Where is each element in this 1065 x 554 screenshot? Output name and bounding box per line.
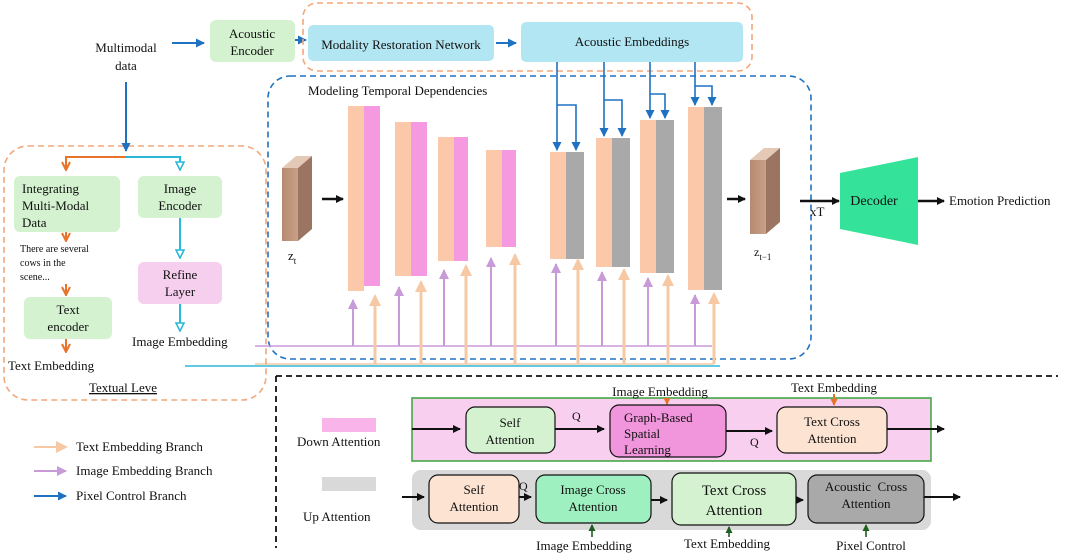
down-attention-swatch <box>322 418 376 432</box>
down-text-embedding-top-label: Text Embedding <box>791 380 878 395</box>
text-encoder-box <box>24 297 112 339</box>
multimodal-label-line2: data <box>115 58 137 73</box>
up-q-label: Q <box>519 479 528 493</box>
refine-layer-box <box>138 262 222 304</box>
emotion-prediction-label: Emotion Prediction <box>949 193 1051 208</box>
down-attention-blocks <box>348 106 516 291</box>
up-attention-swatch <box>322 477 376 491</box>
split-to-integrating <box>66 156 126 169</box>
textual-level-label: Textual Leve <box>89 380 157 395</box>
zt1-latent-slab <box>750 148 780 234</box>
image-embedding-output-label: Image Embedding <box>132 334 228 349</box>
down-attention-label: Down Attention <box>297 434 381 449</box>
down-self-line2: Attention <box>485 432 535 447</box>
textual-level-group <box>3 145 267 401</box>
multimodal-label-line1: Multimodal <box>95 40 157 55</box>
down-tca-line1: Text Cross <box>804 414 860 429</box>
down-image-embedding-top-label: Image Embedding <box>612 384 708 399</box>
aca-line1: Acoustic Cross <box>825 479 907 494</box>
text-embedding-up-arrows <box>369 253 720 364</box>
up-self-line2: Attention <box>449 499 499 514</box>
up-tca-line2: Attention <box>706 503 763 519</box>
image-encoder-box <box>138 176 222 218</box>
caption-line3: scene... <box>20 272 50 283</box>
image-encoder-line1: Image <box>164 181 197 196</box>
up-tca-line1: Text Cross <box>702 483 767 499</box>
acoustic-encoder-box <box>210 20 295 62</box>
modality-restoration-box <box>308 25 494 61</box>
split-to-image-encoder <box>126 156 180 169</box>
legend-pixel-branch-label: Pixel Control Branch <box>76 488 187 503</box>
image-encoder-line2: Encoder <box>158 198 202 213</box>
zt-latent-slab <box>282 156 312 241</box>
acoustic-embeddings-box <box>521 22 743 62</box>
temporal-dependencies-group <box>267 75 812 360</box>
text-encoder-line1: Text <box>57 302 80 317</box>
up-attention-label: Up Attention <box>303 509 371 524</box>
acoustic-feed-arrows <box>552 62 717 151</box>
refine-layer-line2: Layer <box>165 284 196 299</box>
caption-line2: cows in the <box>20 258 66 269</box>
text-encoder-line2: encoder <box>47 319 89 334</box>
up-pixel-control-bottom-label: Pixel Control <box>836 538 906 553</box>
up-image-embedding-bottom-label: Image Embedding <box>536 538 632 553</box>
acoustic-cross-box <box>807 474 925 524</box>
gbsl-line2: Spatial <box>624 426 660 441</box>
down-self-line1: Self <box>500 415 522 430</box>
acoustic-encoder-line2: Encoder <box>230 43 274 58</box>
down-q1-label: Q <box>572 409 581 423</box>
integrating-box <box>14 176 120 232</box>
acoustic-embeddings-label: Acoustic Embeddings <box>575 34 689 49</box>
gbsl-line1: Graph-Based <box>624 410 693 425</box>
down-q2-label: Q <box>750 435 759 449</box>
integrating-line2: Multi-Modal <box>22 198 90 213</box>
zt-label: zt <box>288 248 297 266</box>
zt1-label: zt−1 <box>754 245 771 262</box>
integrating-line1: Integrating <box>22 181 80 196</box>
up-attention-blocks <box>550 107 722 290</box>
temporal-title: Modeling Temporal Dependencies <box>308 83 487 98</box>
modality-restoration-label: Modality Restoration Network <box>321 37 481 52</box>
legend-image-branch-label: Image Embedding Branch <box>76 463 213 478</box>
integrating-line3: Data <box>22 215 47 230</box>
refine-layer-line1: Refine <box>163 267 198 282</box>
acoustic-encoder-line1: Acoustic <box>229 26 275 41</box>
text-embedding-output-label: Text Embedding <box>8 358 95 373</box>
ica-line1: Image Cross <box>560 482 625 497</box>
up-self-line1: Self <box>464 482 486 497</box>
up-self-attention-box <box>428 474 520 524</box>
decoder-label: Decoder <box>850 194 898 209</box>
xt-label: xT <box>810 204 825 219</box>
up-text-embedding-bottom-label: Text Embedding <box>684 536 771 551</box>
legend-text-branch-label: Text Embedding Branch <box>76 439 203 454</box>
down-tca-line2: Attention <box>807 431 857 446</box>
aca-line2: Attention <box>841 496 891 511</box>
decoder-shape <box>840 157 918 245</box>
image-embedding-up-arrows <box>348 257 700 346</box>
modality-restoration-group <box>302 2 753 72</box>
caption-line1: There are several <box>20 244 89 255</box>
ica-line2: Attention <box>568 499 618 514</box>
gbsl-line3: Learning <box>624 442 671 457</box>
